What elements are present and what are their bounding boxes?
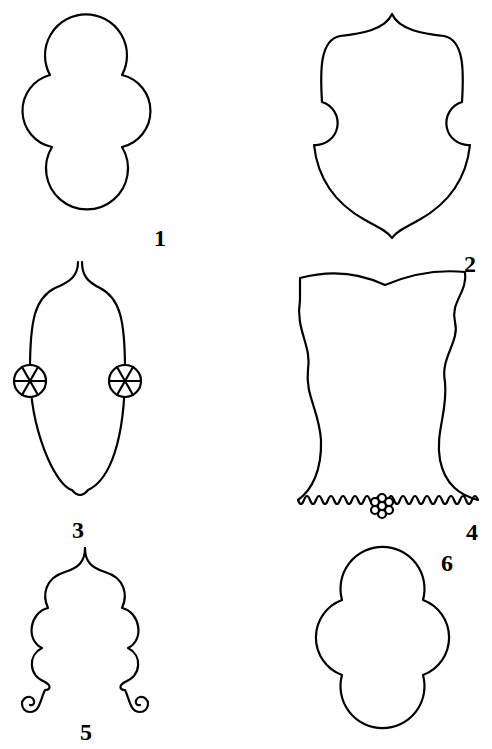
wheel-spoke [22,367,38,395]
figure-number: 5 [80,720,92,744]
wheel-spoke [22,367,38,395]
wheel-spoke [117,367,133,395]
figure-number: 3 [72,518,84,542]
quatrefoil-outline [316,547,449,728]
scalloped-outline-left [22,548,85,712]
figure-number: 2 [464,252,476,276]
wheel-spoke [117,367,133,395]
figure-number: 1 [154,226,166,250]
wheel-symbol [14,365,46,397]
bodice-outline [298,271,478,504]
figure-number: 4 [466,520,478,544]
flower-center [378,502,386,510]
quatrefoil-outline [22,14,150,209]
scalloped-outline-right [85,548,148,712]
figure-number: 6 [441,551,453,575]
shield-outline [314,14,470,238]
wheel-symbol [109,365,141,397]
